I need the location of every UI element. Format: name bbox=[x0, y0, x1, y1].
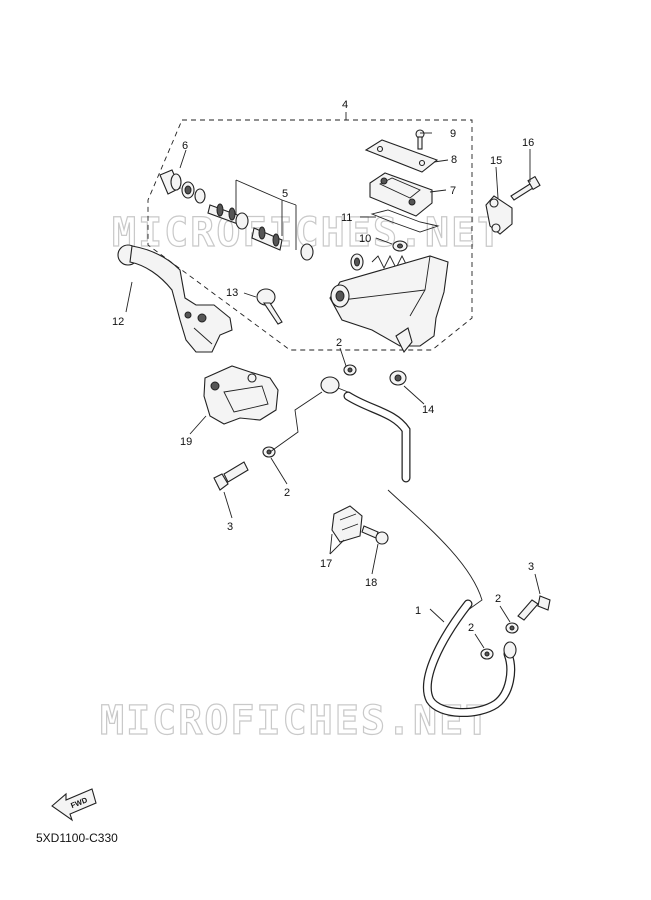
callout-3b: 3 bbox=[528, 561, 534, 573]
part-13-pivot-bolt bbox=[256, 288, 283, 325]
part-19-release-cylinder bbox=[203, 365, 279, 425]
part-8-reservoir-cap bbox=[364, 139, 439, 173]
part-7-diaphragm bbox=[369, 172, 433, 217]
callout-2d: 2 bbox=[468, 622, 474, 634]
part-2-washer-upper bbox=[343, 364, 357, 376]
callout-15: 15 bbox=[490, 155, 502, 167]
fwd-arrow-icon: FWD bbox=[51, 788, 97, 822]
part-6-boot bbox=[159, 169, 206, 204]
part-4-master-cylinder bbox=[329, 255, 449, 354]
part-14-washer bbox=[389, 370, 407, 386]
callout-7: 7 bbox=[450, 185, 456, 197]
callout-2a: 2 bbox=[336, 337, 342, 349]
callout-10: 10 bbox=[359, 233, 371, 245]
part-9-screw bbox=[415, 129, 425, 150]
part-16-bolt bbox=[510, 175, 541, 201]
part-5-piston-kit bbox=[207, 179, 407, 271]
callout-16: 16 bbox=[522, 137, 534, 149]
part-10-washer bbox=[392, 240, 408, 252]
callout-6: 6 bbox=[182, 140, 188, 152]
part-2-washer-right bbox=[505, 622, 519, 634]
part-3-bolt-left bbox=[213, 461, 249, 491]
callout-1: 1 bbox=[415, 605, 421, 617]
part-17-hose-guide bbox=[331, 505, 363, 543]
callout-12: 12 bbox=[112, 316, 124, 328]
callout-9: 9 bbox=[450, 128, 456, 140]
part-18-bolt bbox=[361, 525, 389, 545]
part-1-clutch-hose bbox=[422, 599, 517, 718]
watermark-bottom: MICROFICHES.NET bbox=[100, 698, 491, 744]
callout-11: 11 bbox=[341, 212, 352, 224]
callout-5: 5 bbox=[282, 188, 288, 200]
part-11-gasket bbox=[370, 209, 440, 233]
clutch-hose-upper bbox=[269, 376, 483, 611]
part-12-lever bbox=[117, 244, 233, 353]
callout-17: 17 bbox=[320, 558, 332, 570]
part-2-washer-mid bbox=[262, 446, 276, 458]
callout-2c: 2 bbox=[495, 593, 501, 605]
callout-13: 13 bbox=[226, 287, 238, 299]
leader-lines bbox=[125, 132, 541, 649]
diagram-code: 5XD1100-C330 bbox=[36, 831, 118, 845]
callout-3a: 3 bbox=[227, 521, 233, 533]
callout-19: 19 bbox=[180, 436, 192, 448]
callout-18: 18 bbox=[365, 577, 377, 589]
callout-14: 14 bbox=[422, 404, 434, 416]
callout-2b: 2 bbox=[284, 487, 290, 499]
part-3-bolt-right bbox=[517, 595, 551, 621]
part-15-clamp bbox=[485, 195, 513, 235]
assembly-boundary bbox=[147, 112, 473, 351]
part-2-washer-lower bbox=[480, 648, 494, 660]
callout-8: 8 bbox=[451, 154, 457, 166]
callout-4: 4 bbox=[342, 99, 348, 111]
